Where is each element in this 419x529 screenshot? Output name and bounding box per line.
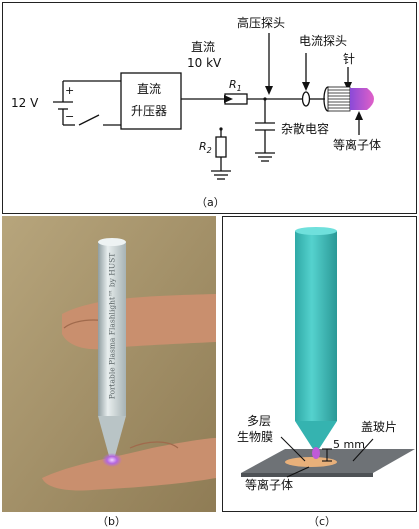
- dc-voltage-label: 10 kV: [187, 56, 222, 70]
- lower-hand: [42, 438, 216, 491]
- cover-slip-label: 盖玻片: [361, 420, 398, 434]
- resistor-r2: [215, 136, 227, 158]
- caption-c: （c）: [308, 515, 337, 528]
- photo-panel: Portable Plasma Flashlight™ by HUST: [2, 216, 216, 512]
- schematic-panel: 多层 生物膜 5 mm 盖玻片 等离子体: [222, 216, 417, 512]
- dc-output-label: 直流: [191, 40, 216, 54]
- plasma-jet: [312, 447, 320, 459]
- flashlight-photo: [2, 216, 216, 512]
- r1-label: R1: [229, 78, 242, 94]
- plasma-plume: [350, 88, 374, 110]
- biofilm: [285, 457, 337, 467]
- plasma-glow: [102, 453, 122, 467]
- dc-booster-box: [120, 72, 182, 130]
- device-cylinder: [295, 231, 337, 421]
- flashlight-body: [98, 242, 126, 416]
- biofilm-label-line1: 多层: [247, 414, 272, 428]
- battery-plus-sign: +: [65, 84, 75, 97]
- current-probe-ring: [301, 91, 311, 107]
- caption-a: （a）: [196, 196, 225, 209]
- plasma-label-c: 等离子体: [245, 478, 294, 492]
- caption-b: （b）: [97, 515, 126, 528]
- booster-label-line1: 直流: [137, 82, 162, 96]
- circuit-diagram: [53, 33, 374, 180]
- current-probe-label: 电流探头: [299, 34, 348, 48]
- needle-label: 针: [343, 52, 356, 66]
- booster-label-line2: 升压器: [131, 104, 168, 118]
- battery-minus-sign: −: [65, 110, 75, 123]
- hv-probe-label: 高压探头: [237, 16, 286, 30]
- gap-label: 5 mm: [333, 438, 365, 451]
- stray-capacitance-label: 杂散电容: [281, 122, 330, 136]
- device-schematic: [241, 227, 415, 478]
- r2-label: R2: [199, 140, 212, 156]
- circuit-panel: 12 V + − 直流 升压器 直流 10 kV R1 R2 高压探头 电流探头…: [2, 2, 417, 214]
- biofilm-label-line2: 生物膜: [237, 430, 274, 444]
- flashlight-brand-text: Portable Plasma Flashlight™ by HUST: [107, 252, 117, 400]
- switch-lever: [78, 114, 100, 126]
- needle-electrode: [327, 86, 351, 112]
- flashlight-cone: [98, 416, 126, 456]
- battery-voltage-label: 12 V: [11, 96, 39, 110]
- device-cone: [295, 421, 337, 449]
- plasma-label: 等离子体: [333, 138, 382, 152]
